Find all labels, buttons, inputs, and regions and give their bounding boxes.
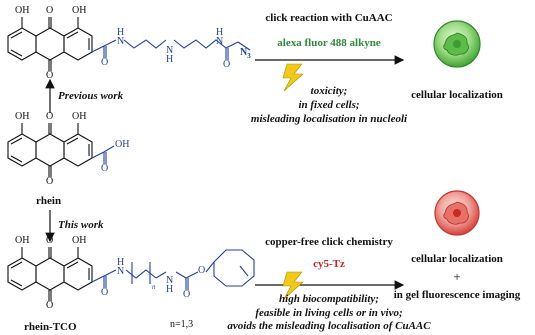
bottom-reaction-outcome-2: in gel fluorescence imaging [393,289,521,301]
atom-oh: OH [72,235,87,246]
atom-n-index: n [152,283,156,291]
atom-n: N [117,36,125,47]
atom-o: O [101,163,109,174]
bottom-reaction-reagent: cy5-Tz [313,258,345,270]
atom-h: H [166,284,174,295]
label-n-range: n=1,3 [170,319,194,330]
atom-oh: OH [72,5,87,16]
bottom-reaction-plus: + [453,269,461,284]
atom-oh: OH [15,111,30,122]
atom-o: O [101,57,109,68]
atom-o: O [46,111,54,122]
cell-red-icon [434,190,480,236]
bottom-reaction-title: copper-free click chemistry [265,236,393,248]
bottom-reaction-outcome-1: cellular localization [411,253,503,265]
atom-o: O [223,59,231,70]
atom-h: H [117,257,125,268]
atom-o: O [183,289,191,300]
top-reaction-note-3: misleading localisation in nucleoli [250,113,408,125]
atom-n: N [117,266,125,277]
top-reaction-title: click reaction with CuAAC [265,12,393,24]
label-this-work: This work [58,219,104,231]
top-reaction-reagent: alexa fluor 488 alkyne [277,37,381,49]
top-reaction-outcome: cellular localization [411,89,503,101]
cell-green-icon [433,20,481,68]
atom-o: O [46,300,54,311]
top-reaction-note-1: toxicity; [310,85,348,97]
molecule-rhein-tco [7,247,255,301]
atom-o: O [46,5,54,16]
atom-o: O [101,287,109,298]
atom-oh: OH [15,5,30,16]
bottom-reaction-note-3: avoids the misleading localisation of Cu… [227,320,431,332]
label-previous-work: Previous work [58,90,124,102]
atom-o: O [46,70,54,81]
atom-o: O [46,235,54,246]
atom-n: N [216,36,224,47]
label-rhein-tco: rhein-TCO [24,321,77,333]
atom-azide: N3 [240,47,251,60]
atom-h: H [216,27,224,38]
atom-n: N [166,45,174,56]
lightning-icon [282,271,304,300]
molecule-previous-probe [7,17,251,71]
atom-n: N [166,275,174,286]
atom-oh: OH [15,235,30,246]
top-reaction-note-2: in fixed cells; [298,99,360,111]
atom-oh: OH [72,111,87,122]
lightning-icon [282,63,304,92]
atom-o: O [198,265,206,276]
atom-oh: OH [115,139,130,150]
atom-h: H [166,54,174,65]
molecule-rhein [7,123,115,177]
atom-h: H [117,27,125,38]
label-rhein: rhein [36,195,62,207]
atom-o: O [46,176,54,187]
bottom-reaction-note-1: high biocompatibility; [279,293,379,305]
bottom-reaction-note-2: feasible in living cells or in vivo; [255,307,403,319]
